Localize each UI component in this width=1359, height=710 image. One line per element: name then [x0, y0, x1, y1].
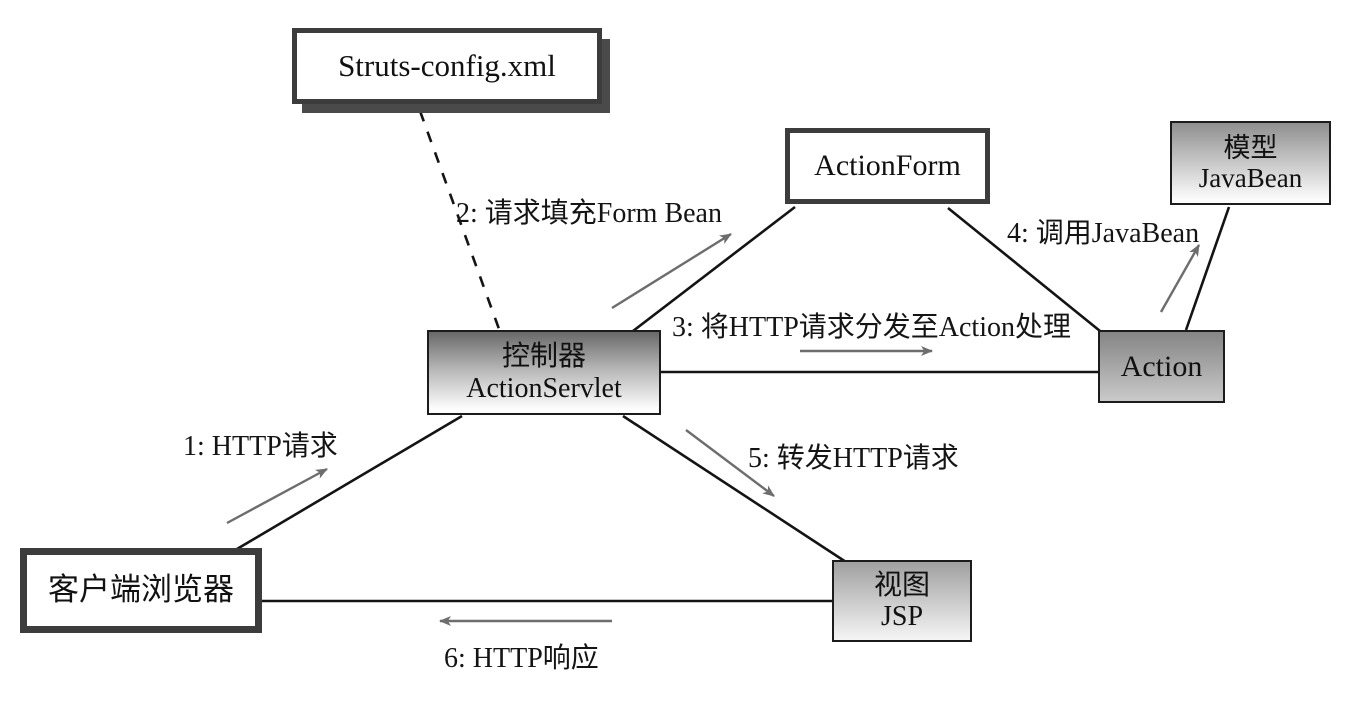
node-action-label: Action — [1120, 349, 1203, 383]
node-struts-config: Struts-config.xml — [292, 28, 602, 104]
node-action: Action — [1098, 330, 1225, 403]
node-action-servlet: 控制器 ActionServlet — [427, 330, 661, 415]
node-view-jsp-line2: JSP — [880, 601, 924, 632]
arrow-step4-icon — [1159, 244, 1201, 313]
node-client-browser: 客户端浏览器 — [20, 548, 262, 633]
arrow-step1-icon — [226, 467, 328, 525]
node-action-servlet-line2: ActionServlet — [466, 372, 622, 404]
edge-action-to-javabean — [1184, 206, 1231, 331]
node-model-javabean-line2: JavaBean — [1198, 163, 1303, 193]
node-view-jsp: 视图 JSP — [832, 560, 972, 642]
edge-label-step6: 6: HTTP响应 — [444, 643, 599, 674]
edge-label-step5: 5: 转发HTTP请求 — [748, 443, 959, 474]
node-view-jsp-line1: 视图 — [873, 569, 930, 601]
edge-servlet-to-actionform — [632, 205, 796, 333]
arrow-step2-icon — [611, 232, 732, 310]
node-action-form: ActionForm — [785, 128, 990, 204]
node-action-servlet-line1: 控制器 — [501, 341, 586, 373]
edge-label-step2: 2: 请求填充Form Bean — [456, 198, 722, 229]
arrow-step5-icon — [685, 429, 775, 497]
node-model-javabean-line1: 模型 — [1223, 132, 1278, 163]
edge-label-step1: 1: HTTP请求 — [183, 431, 338, 462]
edge-browser-to-servlet — [236, 414, 463, 551]
node-struts-config-label: Struts-config.xml — [338, 47, 556, 83]
node-model-javabean: 模型 JavaBean — [1170, 121, 1331, 205]
node-action-form-label: ActionForm — [814, 149, 961, 183]
edge-label-step4: 4: 调用JavaBean — [1007, 218, 1200, 249]
edge-servlet-to-jsp — [622, 414, 847, 564]
edge-actionform-to-action — [947, 206, 1101, 333]
node-client-browser-label: 客户端浏览器 — [48, 572, 234, 608]
edge-config-to-servlet — [418, 110, 501, 330]
edge-label-step3: 3: 将HTTP请求分发至Action处理 — [672, 312, 1071, 343]
